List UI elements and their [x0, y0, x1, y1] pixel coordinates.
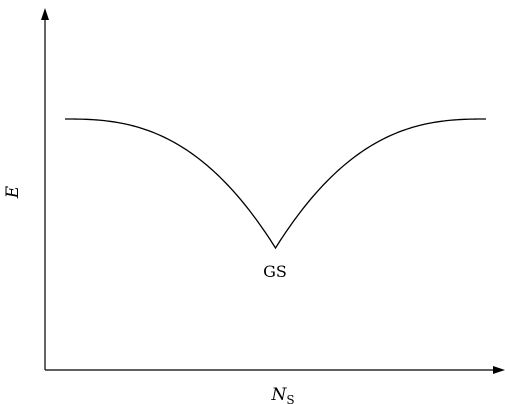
- y-axis-label: E: [3, 185, 23, 199]
- x-axis-arrow-icon: [493, 366, 505, 374]
- y-axis-arrow-icon: [41, 8, 49, 20]
- series-line: [65, 118, 486, 250]
- x-axis-label: NS: [270, 385, 294, 404]
- annotation-gs: GS: [263, 262, 287, 281]
- x-axis-label-main: N: [270, 385, 287, 404]
- x-axis-label-subscript: S: [286, 393, 294, 404]
